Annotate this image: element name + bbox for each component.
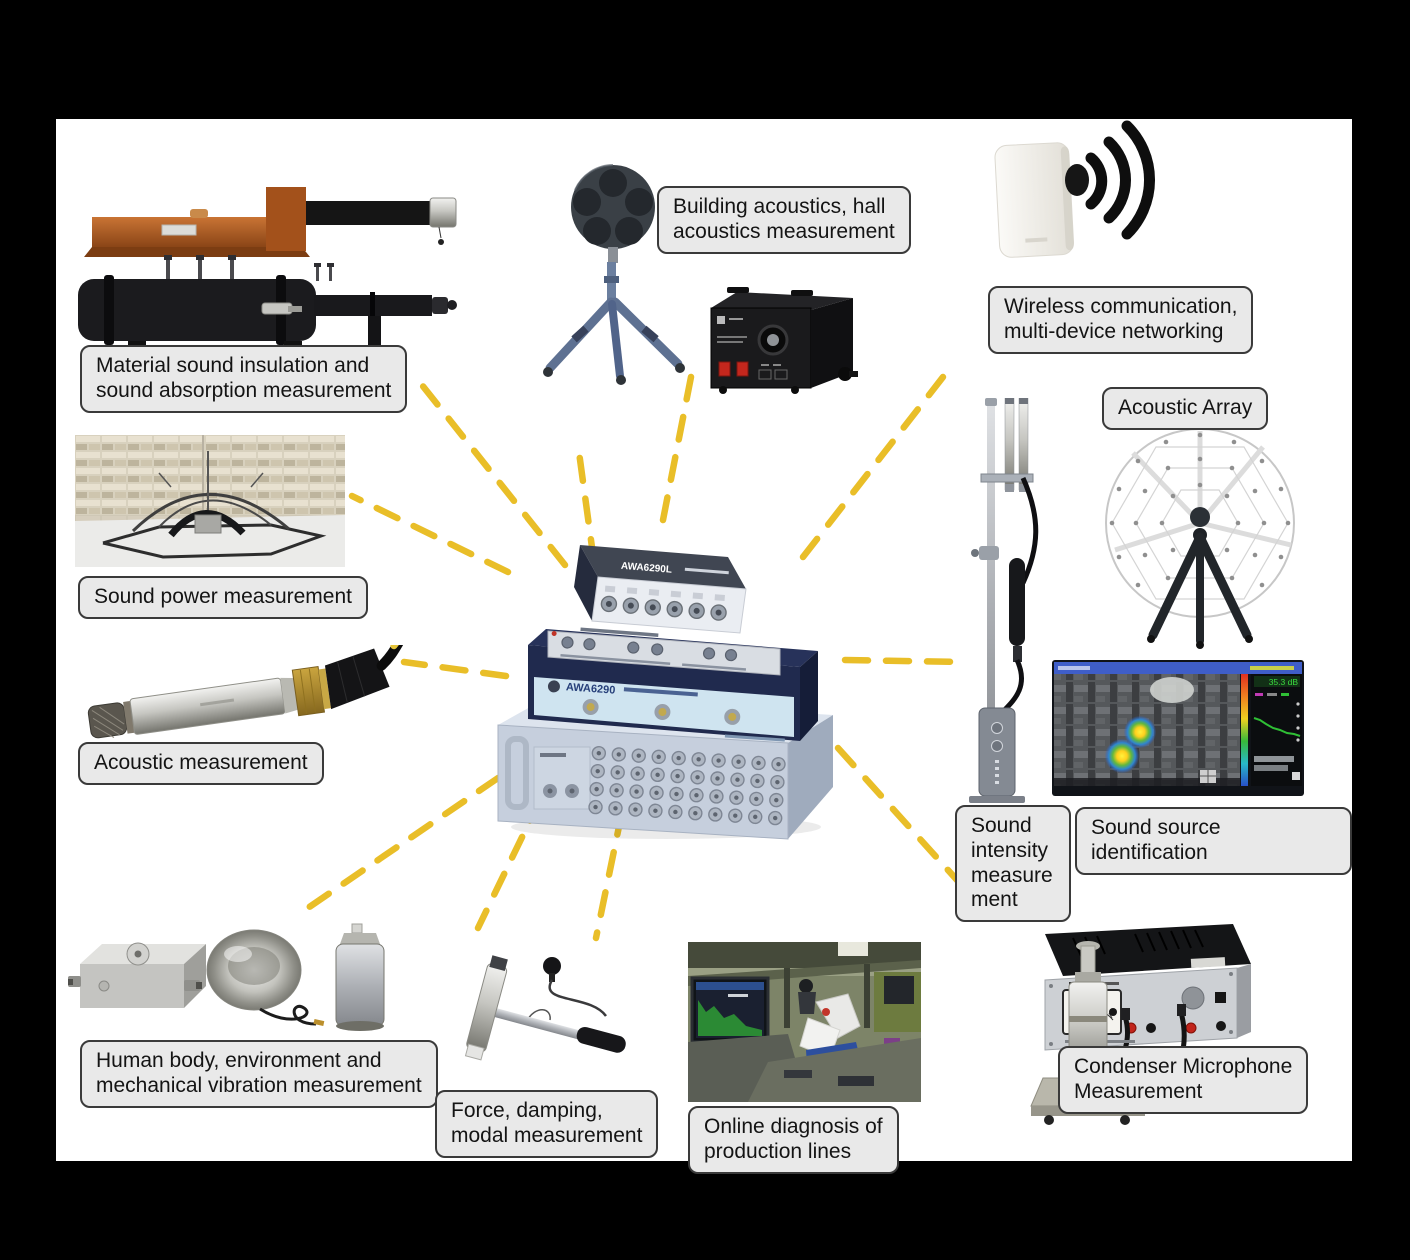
label-human-body-vibration: Human body, environment and mechanical v…: [80, 1040, 438, 1108]
analyzer-unit: AWA6290L: [574, 545, 747, 634]
label-acoustic-array: Acoustic Array: [1102, 387, 1269, 430]
sound-intensity-probe-image: [965, 398, 1045, 803]
operator: [798, 979, 816, 1014]
speaker-tripod: [543, 262, 685, 385]
impedance-tubes-image: [70, 165, 470, 355]
label-sound-intensity: Sound intensity measure ment: [955, 805, 1071, 923]
chamber-floor: [75, 515, 345, 567]
bnc-grid: [588, 745, 786, 826]
conditioner-panel: [547, 627, 781, 676]
dodecahedron-speaker: [571, 164, 655, 263]
connection-line-material: [414, 376, 569, 569]
diagram-canvas: 35.3 dB: [56, 119, 1352, 1174]
vibration-sensors-image: [68, 920, 398, 1040]
label-sound-power: Sound power measurement: [78, 576, 368, 619]
connection-line-sensors: [298, 774, 502, 916]
connection-line-microphone: [400, 658, 510, 680]
label-condenser-microphone: Condenser Microphone Measurement: [1058, 1046, 1309, 1114]
measurement-microphone: [87, 645, 406, 739]
production-line-photo: [688, 942, 921, 1102]
connection-line-soundpower: [348, 492, 512, 576]
sound-intensity-probe: [969, 398, 1039, 803]
connection-line-intensity: [841, 656, 966, 666]
data-acquisition-stack-image: AWA6290: [488, 525, 843, 845]
connection-line-production: [592, 808, 626, 942]
camera-view: [1054, 674, 1240, 786]
impact-hammer-image: [440, 950, 640, 1090]
label-force-damping-modal: Force, damping, modal measurement: [435, 1090, 659, 1158]
wireless-device-image: [985, 120, 1160, 270]
acoustic-array-image: [1095, 425, 1305, 650]
diagnosis-monitor: [690, 976, 770, 1044]
measurement-microphone-image: [80, 645, 410, 745]
anechoic-chamber-photo: [75, 435, 345, 567]
connection-line-dodecahedron: [574, 441, 598, 566]
color-scale: [1241, 674, 1248, 786]
label-acoustic-measurement: Acoustic measurement: [78, 742, 324, 785]
amplifier-box: [710, 287, 858, 394]
sound-source-software-screenshot: 35.3 dB: [1052, 660, 1304, 796]
antenna-knob: [1065, 164, 1089, 196]
analyzer-unit-model: AWA6290L: [620, 561, 672, 576]
wireless-access-point: [994, 142, 1075, 258]
acquisition-unit-model: AWA6290: [566, 681, 616, 696]
screen-titlebar: [1054, 662, 1302, 674]
label-online-diagnosis: Online diagnosis of production lines: [688, 1106, 899, 1174]
label-building-acoustics: Building acoustics, hall acoustics measu…: [657, 186, 911, 254]
impact-hammer: [464, 955, 626, 1061]
connection-line-amplifier: [659, 373, 695, 524]
impedance-tube-black: [78, 255, 457, 353]
hammer-cable: [525, 957, 608, 1023]
label-sound-source-identification: Sound source identification: [1075, 807, 1352, 875]
cylindrical-accelerometer: [335, 923, 385, 1031]
array-tripod: [1147, 532, 1253, 649]
disc-sensor: [206, 929, 325, 1026]
power-amplifier-image: [703, 278, 859, 394]
impedance-tube-brown: [84, 187, 457, 257]
triaxial-accelerometer: [68, 942, 206, 1008]
dodecahedron-speaker-image: [520, 150, 705, 385]
connection-line-wireless: [799, 364, 954, 561]
label-material-sound-insulation: Material sound insulation and sound abso…: [80, 345, 408, 413]
microphone-frame: [102, 451, 327, 559]
analysis-panel: 35.3 dB: [1251, 674, 1302, 786]
label-wireless-communication: Wireless communication, multi-device net…: [988, 286, 1254, 354]
wifi-waves-icon: [1085, 120, 1155, 240]
level-reading: 35.3 dB: [1269, 677, 1299, 687]
